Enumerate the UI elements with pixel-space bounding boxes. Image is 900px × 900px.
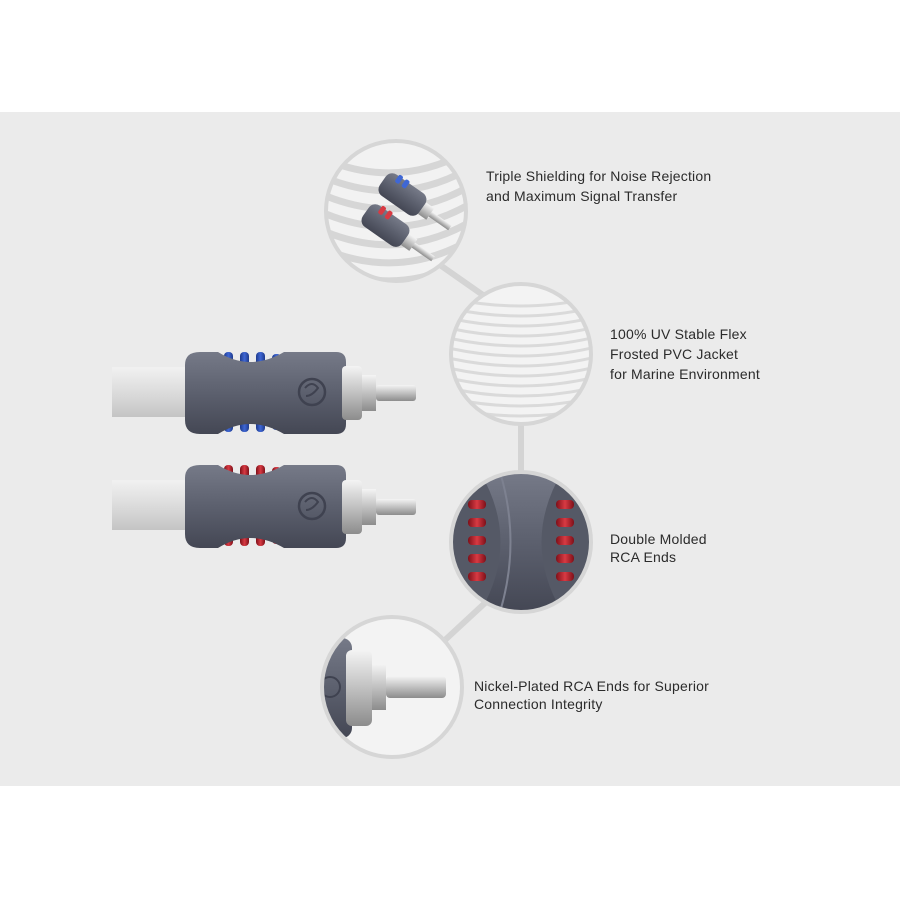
detail-circle-jacket	[449, 282, 593, 426]
molded-body	[185, 465, 346, 548]
feature-line: and Maximum Signal Transfer	[486, 188, 678, 204]
feature-line: for Marine Environment	[610, 366, 760, 382]
feature-line: Connection Integrity	[474, 696, 603, 712]
molded-body	[185, 352, 346, 434]
rca-connector-red	[112, 465, 416, 548]
feature-line: 100% UV Stable Flex	[610, 326, 747, 342]
detail-circle-molded	[449, 470, 593, 614]
detail-circle-shielding	[324, 139, 468, 283]
feature-line: Frosted PVC Jacket	[610, 346, 739, 362]
cable-jacket	[112, 480, 192, 530]
nickel-collar	[342, 480, 362, 534]
center-pin	[376, 385, 416, 401]
cable-jacket	[112, 367, 192, 417]
feature-shielding-text: Triple Shielding for Noise Rejection and…	[486, 166, 711, 206]
nickel-collar	[342, 366, 362, 420]
spiral-s-logo	[297, 377, 327, 407]
center-pin	[376, 499, 416, 515]
feature-line: Double Molded	[610, 531, 707, 547]
feature-line: RCA Ends	[610, 549, 677, 565]
feature-nickel-text: Nickel-Plated RCA Ends for Superior Conn…	[474, 677, 709, 713]
feature-jacket-text: 100% UV Stable Flex Frosted PVC Jacket f…	[610, 324, 760, 384]
spiral-s-logo	[297, 491, 327, 521]
rca-connector-blue	[112, 352, 416, 434]
feature-molded-text: Double Molded RCA Ends	[610, 530, 707, 566]
feature-line: Triple Shielding for Noise Rejection	[486, 168, 712, 184]
detail-circle-nickel	[320, 615, 464, 759]
feature-line: Nickel-Plated RCA Ends for Superior	[474, 678, 709, 694]
